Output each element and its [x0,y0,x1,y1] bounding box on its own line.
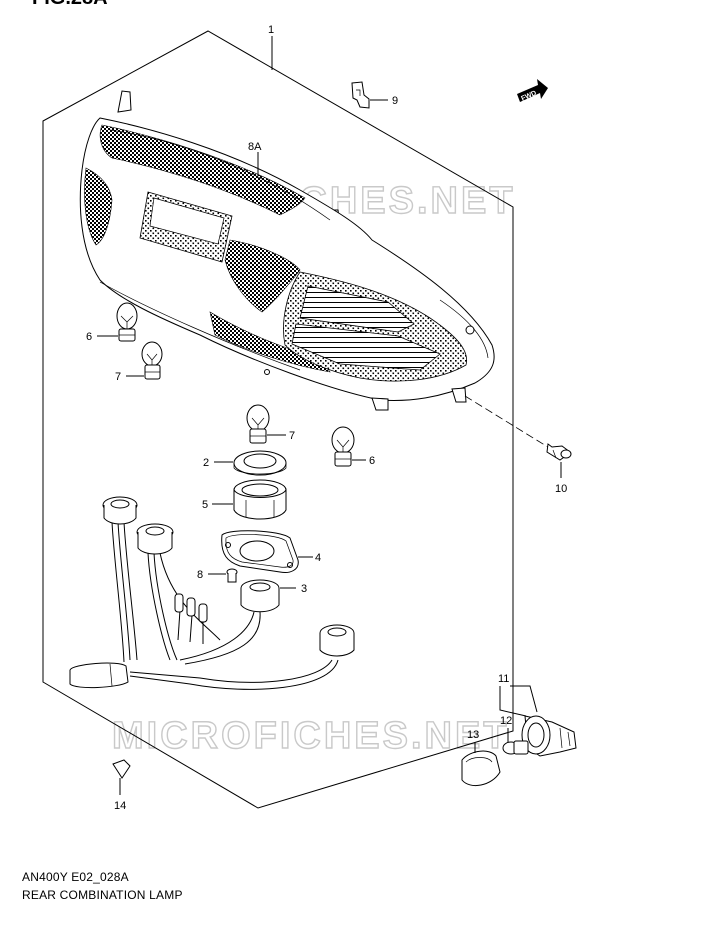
callout-4: 4 [315,552,321,564]
bulb-part-6-lower [331,426,366,467]
callout-7-lower: 7 [289,430,295,442]
clip-part-14 [112,759,131,795]
callout-9: 9 [392,95,398,107]
callout-7-upper: 7 [115,371,121,383]
callout-6-lower: 6 [369,455,375,467]
callout-12: 12 [500,715,512,727]
assembly-frame [42,30,514,809]
socket-ring-part-5 [212,479,287,520]
bulb-part-7-upper [126,341,163,380]
bulb-part-6-upper [97,302,138,342]
screw-part-10 [546,443,572,478]
screw-part-8 [208,568,238,583]
gasket-part-4 [221,530,313,573]
callout-8a: 8A [248,141,262,153]
callout-13: 13 [467,729,479,741]
fwd-arrow-icon: FWD [517,79,548,103]
figure-title: FIG.28A [32,0,108,9]
callout-5: 5 [202,499,208,511]
bulb-part-12 [502,728,529,755]
footer-code: AN400Y E02_028A [22,870,129,884]
clip-part-9 [351,81,388,109]
callout-10: 10 [555,483,567,495]
callout-6-upper: 6 [86,331,92,343]
bulb-part-7-lower [246,404,286,444]
footer-caption: REAR COMBINATION LAMP [22,888,183,902]
watermark-bottom: MICROFICHES.NET [112,715,510,757]
wiring-harness-part-3 [69,496,355,690]
callout-1: 1 [268,24,274,36]
callout-14: 14 [114,800,126,812]
lens-part-13 [461,742,501,787]
ring-part-2 [214,450,287,476]
callout-8: 8 [197,569,203,581]
callout-3: 3 [301,583,307,595]
license-lamp-socket-part-11 [499,685,577,757]
lamp-housing-part-1 [79,90,557,453]
callout-2: 2 [203,457,209,469]
callout-11: 11 [498,673,509,685]
